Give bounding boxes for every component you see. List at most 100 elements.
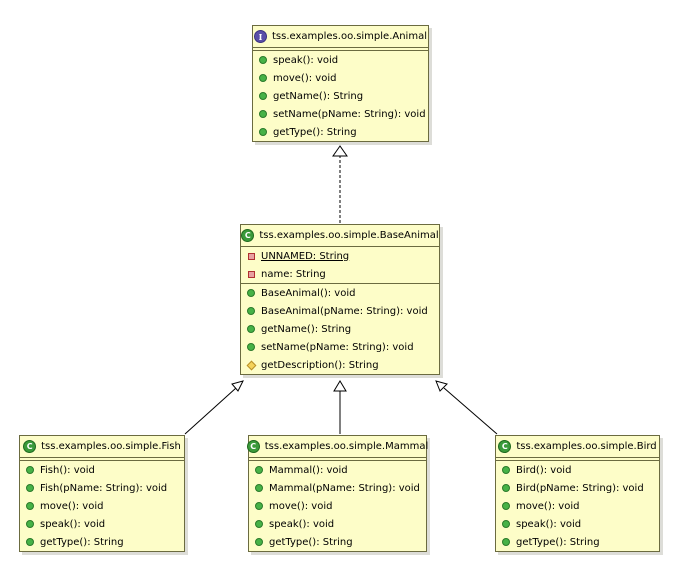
- operation-fish[interactable]: Fish(pName: String): void: [20, 479, 184, 497]
- operation-signature: Bird(pName: String): void: [516, 482, 644, 494]
- attribute-unnamed-string[interactable]: UNNAMED: String: [241, 247, 439, 265]
- generalization-line-fish: [184, 387, 237, 435]
- public-visibility-icon: [259, 92, 267, 100]
- operation-move[interactable]: move(): void: [20, 497, 184, 515]
- class-icon: C: [498, 440, 512, 453]
- operation-move[interactable]: move(): void: [253, 69, 428, 87]
- operation-bird[interactable]: Bird(pName: String): void: [496, 479, 659, 497]
- operation-signature: BaseAnimal(pName: String): void: [261, 305, 428, 317]
- public-visibility-icon: [259, 74, 267, 82]
- operation-compartment: speak(): void move(): void getName(): Stri…: [253, 51, 428, 141]
- generalization-arrowhead-bird: [435, 380, 448, 392]
- generalization-arrowhead-mammal: [333, 380, 347, 392]
- operation-bird[interactable]: Bird(): void: [496, 461, 659, 479]
- operation-mammal[interactable]: Mammal(pName: String): void: [249, 479, 426, 497]
- public-visibility-icon: [502, 520, 510, 528]
- public-visibility-icon: [255, 520, 263, 528]
- operation-signature: speak(): void: [516, 518, 582, 530]
- public-visibility-icon: [26, 484, 34, 492]
- protected-visibility-icon: [246, 360, 257, 370]
- attribute-compartment: [20, 458, 184, 461]
- public-visibility-icon: [259, 128, 267, 136]
- operation-gettype[interactable]: getType(): String: [496, 533, 659, 551]
- operation-signature: move(): void: [516, 500, 580, 512]
- public-visibility-icon: [502, 538, 510, 546]
- public-visibility-icon: [247, 343, 255, 351]
- operation-signature: move(): void: [269, 500, 333, 512]
- operation-setname[interactable]: setName(pName: String): void: [253, 105, 428, 123]
- operation-signature: Mammal(): void: [269, 464, 348, 476]
- public-visibility-icon: [26, 538, 34, 546]
- operation-signature: Bird(): void: [516, 464, 572, 476]
- private-visibility-icon: [248, 270, 255, 278]
- operation-baseanimal[interactable]: BaseAnimal(): void: [241, 284, 439, 302]
- public-visibility-icon: [247, 307, 255, 315]
- operation-signature: move(): void: [273, 72, 337, 84]
- operation-baseanimal[interactable]: BaseAnimal(pName: String): void: [241, 302, 439, 320]
- operation-gettype[interactable]: getType(): String: [253, 123, 428, 141]
- operation-speak[interactable]: speak(): void: [496, 515, 659, 533]
- public-visibility-icon: [26, 466, 34, 474]
- public-visibility-icon: [26, 502, 34, 510]
- attribute-compartment: UNNAMED: String name: String: [241, 247, 439, 284]
- public-visibility-icon: [247, 289, 255, 297]
- operation-getdescription[interactable]: getDescription(): String: [241, 356, 439, 374]
- operation-signature: setName(pName: String): void: [261, 341, 414, 353]
- private-visibility-icon: [248, 252, 255, 260]
- operation-gettype[interactable]: getType(): String: [20, 533, 184, 551]
- operation-signature: Fish(): void: [40, 464, 95, 476]
- generalization-line-bird: [443, 387, 498, 435]
- operation-fish[interactable]: Fish(): void: [20, 461, 184, 479]
- public-visibility-icon: [255, 484, 263, 492]
- class-icon: C: [23, 440, 37, 453]
- operation-setname[interactable]: setName(pName: String): void: [241, 338, 439, 356]
- operation-gettype[interactable]: getType(): String: [249, 533, 426, 551]
- attribute-compartment: [249, 458, 426, 461]
- public-visibility-icon: [502, 502, 510, 510]
- realization-arrowhead: [332, 145, 348, 157]
- operation-speak[interactable]: speak(): void: [253, 51, 428, 69]
- operation-getname[interactable]: getName(): String: [241, 320, 439, 338]
- operation-signature: getType(): String: [40, 536, 124, 548]
- operation-signature: move(): void: [40, 500, 104, 512]
- public-visibility-icon: [502, 484, 510, 492]
- class-icon: C: [246, 440, 260, 453]
- operation-signature: getName(): String: [261, 323, 352, 335]
- class-name: tss.examples.oo.simple.Mammal: [264, 441, 429, 452]
- operation-signature: setName(pName: String): void: [273, 108, 426, 120]
- class-name: tss.examples.oo.simple.Animal: [272, 31, 427, 42]
- operation-mammal[interactable]: Mammal(): void: [249, 461, 426, 479]
- public-visibility-icon: [255, 466, 263, 474]
- operation-signature: speak(): void: [269, 518, 335, 530]
- public-visibility-icon: [259, 110, 267, 118]
- operation-signature: getName(): String: [273, 90, 364, 102]
- class-name: tss.examples.oo.simple.Bird: [516, 441, 657, 452]
- attribute-signature: name: String: [261, 268, 326, 280]
- public-visibility-icon: [502, 466, 510, 474]
- operation-speak[interactable]: speak(): void: [249, 515, 426, 533]
- operation-move[interactable]: move(): void: [496, 497, 659, 515]
- class-name: tss.examples.oo.simple.Fish: [41, 441, 181, 452]
- operation-speak[interactable]: speak(): void: [20, 515, 184, 533]
- operation-signature: getType(): String: [273, 126, 357, 138]
- attribute-name-string[interactable]: name: String: [241, 265, 439, 283]
- operation-signature: getType(): String: [516, 536, 600, 548]
- operation-getname[interactable]: getName(): String: [253, 87, 428, 105]
- attribute-compartment: [253, 48, 428, 51]
- operation-signature: BaseAnimal(): void: [261, 287, 356, 299]
- operation-move[interactable]: move(): void: [249, 497, 426, 515]
